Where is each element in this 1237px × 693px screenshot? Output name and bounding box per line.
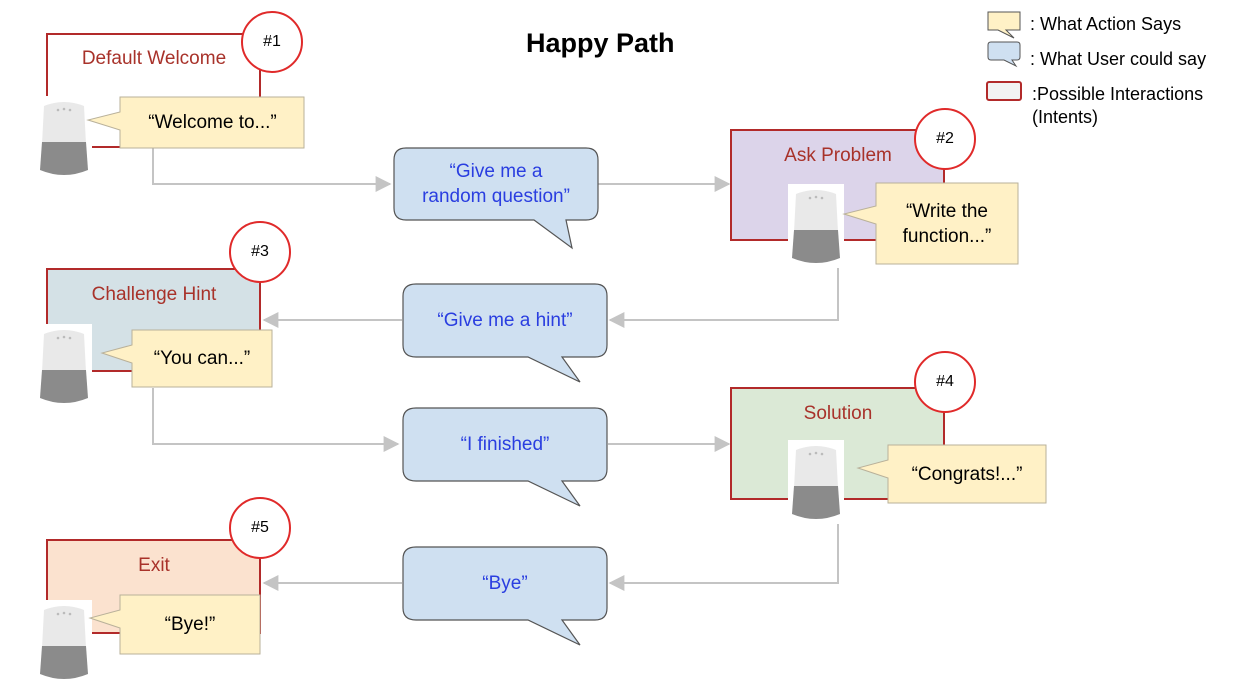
user-utterance-random-question: “Give me a random question” — [394, 148, 598, 220]
user-utterance-line: random question” — [422, 186, 570, 207]
intent-label-exit: Exit — [138, 555, 170, 576]
action-text-welcome: “Welcome to...” — [148, 112, 277, 133]
legend-intent-label: :Possible Interactions — [1032, 84, 1204, 104]
action-text-line: “Write the — [905, 201, 988, 222]
action-bubble-tail-1 — [86, 96, 305, 149]
legend-action-swatch — [987, 11, 1021, 39]
speaker-icon — [788, 184, 844, 268]
legend-intent-label-2: (Intents) — [1032, 107, 1099, 127]
action-bubble-tail-4 — [856, 444, 1047, 504]
badge-5: #5 — [229, 497, 291, 559]
action-text-line: function...” — [902, 226, 992, 247]
user-utterance-line: “Give me a — [449, 161, 543, 182]
badge-3: #3 — [229, 221, 291, 283]
intent-label-ask-problem: Ask Problem — [784, 145, 892, 166]
speaker-icon — [36, 324, 92, 408]
user-utterance-bye: “Bye” — [482, 573, 528, 594]
legend-action-label: : What Action Says — [1030, 14, 1182, 34]
speaker-icon — [36, 96, 92, 180]
action-bubble-tail-3 — [100, 329, 273, 388]
user-utterance-finished: “I finished” — [460, 434, 550, 455]
badge-4: #4 — [914, 351, 976, 413]
connector-solution-to-exit — [262, 524, 839, 591]
intent-label-solution: Solution — [803, 403, 873, 424]
action-text-exit: “Bye!” — [164, 614, 216, 635]
speaker-icon — [788, 440, 844, 524]
action-text-solution: “Congrats!...” — [911, 463, 1023, 485]
connector-ask-to-hint — [262, 266, 839, 328]
action-text-challenge-hint: “You can...” — [153, 348, 251, 369]
page-title: Happy Path — [526, 28, 675, 58]
action-text-ask-problem: “Write the function...” — [876, 184, 1018, 264]
user-bubble-shape-2 — [402, 283, 608, 383]
legend-user-swatch — [987, 41, 1021, 68]
legend-intent-swatch — [986, 81, 1022, 101]
speaker-icon — [36, 600, 92, 684]
badge-1: #1 — [241, 11, 303, 73]
connector-hint-to-finished — [152, 388, 731, 452]
intent-label-default-welcome: Default Welcome — [81, 48, 227, 69]
user-bubble-shape-3 — [402, 407, 608, 507]
connector-welcome-to-q — [152, 148, 392, 192]
legend-user-label: : What User could say — [1030, 49, 1207, 69]
user-bubble-shape-1 — [393, 147, 599, 250]
user-utterance-hint: “Give me a hint” — [437, 310, 573, 331]
action-bubble-tail-5 — [88, 594, 261, 655]
user-bubble-shape-4 — [402, 546, 608, 646]
action-bubble-tail-2 — [842, 182, 1019, 265]
badge-2: #2 — [914, 108, 976, 170]
intent-label-challenge-hint: Challenge Hint — [91, 284, 217, 305]
